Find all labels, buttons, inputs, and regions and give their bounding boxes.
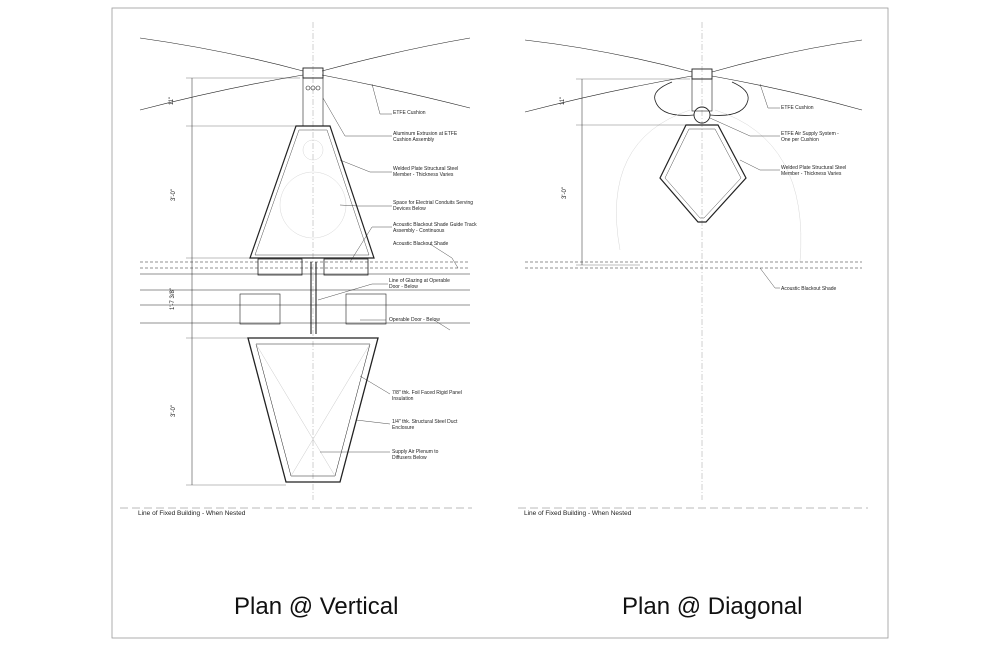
note-etfe-cushion: ETFE Cushion — [393, 110, 426, 116]
door-frame-right — [345, 293, 387, 325]
note-operable-door: Operable Door - Below — [389, 317, 440, 323]
ghost-curve-left — [616, 109, 691, 251]
ghost-curve-right — [714, 109, 802, 263]
leader-conduit — [339, 204, 392, 207]
leader-shade — [429, 243, 459, 269]
plenum-diagonal — [255, 343, 336, 477]
dim-11-in-right: 11" — [560, 96, 567, 106]
air-supply-pipe-right — [709, 81, 749, 116]
note-air-supply: ETFE Air Supply System -One per Cushion — [781, 131, 839, 143]
leader-shade-right — [759, 267, 780, 289]
etfe-cushion-right-lower — [711, 75, 863, 111]
leader-etfe-right — [759, 83, 780, 109]
leader-steel — [339, 159, 392, 173]
plan-vertical-drawing — [120, 22, 472, 509]
etfe-cushion-left-lower — [139, 74, 304, 111]
note-etfe-cushion-right: ETFE Cushion — [781, 105, 814, 111]
etfe-cushion-right-lower — [321, 74, 471, 109]
sheet-border — [111, 7, 889, 639]
door-frame-left — [239, 293, 281, 325]
leader-guide — [349, 226, 392, 263]
dim-1-7-3-8: 1'-7 3/8" — [169, 288, 176, 310]
air-supply-pipe-left — [654, 81, 695, 116]
conduit-space — [279, 171, 347, 239]
steel-member-inner — [254, 129, 370, 256]
etfe-cushion-left — [524, 39, 693, 73]
extrusion-bolt — [305, 85, 311, 91]
leader-steel-right — [739, 159, 780, 171]
extrusion-body — [691, 78, 713, 112]
etfe-cushion-right — [321, 37, 471, 72]
leader-duct — [355, 419, 391, 425]
leader-etfe — [371, 83, 392, 115]
steel-member-outer — [249, 125, 375, 259]
leader-glazing — [317, 283, 388, 301]
steel-member-diagonal-inner — [664, 128, 742, 219]
etfe-cushion-left-lower — [524, 75, 693, 113]
etfe-cushion-right — [711, 39, 863, 73]
dim-3-ft-lower: 3'-0" — [170, 405, 177, 417]
steel-member-diagonal — [659, 124, 747, 223]
dim-3-ft: 3'-0" — [170, 189, 177, 201]
title-plan-diagonal: Plan @ Diagonal — [622, 593, 803, 620]
etfe-cushion-left — [139, 37, 304, 72]
dim-3-ft-right: 3'-0" — [561, 187, 568, 199]
duct-enclosure-outer — [247, 337, 379, 483]
note-blackout-shade-right: Acoustic Blackout Shade — [781, 286, 837, 292]
leader-insulation — [359, 375, 391, 395]
dim-11-in: 11" — [169, 96, 176, 106]
leader-air-supply — [709, 117, 780, 137]
leader-door-2 — [433, 319, 451, 331]
title-plan-vertical: Plan @ Vertical — [234, 593, 399, 620]
guide-track-left — [257, 258, 303, 276]
extrusion-bolt-2 — [310, 85, 316, 91]
extrusion-bolt-3 — [315, 85, 321, 91]
fixed-building-label-right: Line of Fixed Building - When Nested — [524, 510, 632, 517]
conduit-space-small — [302, 139, 324, 161]
note-blackout-shade: Acoustic Blackout Shade — [393, 241, 449, 247]
fixed-building-label: Line of Fixed Building - When Nested — [138, 510, 246, 517]
leader-extrusion — [322, 97, 392, 137]
plan-diagonal-drawing — [518, 22, 868, 509]
plenum-diagonal-2 — [290, 343, 371, 477]
guide-track-right — [323, 258, 369, 276]
